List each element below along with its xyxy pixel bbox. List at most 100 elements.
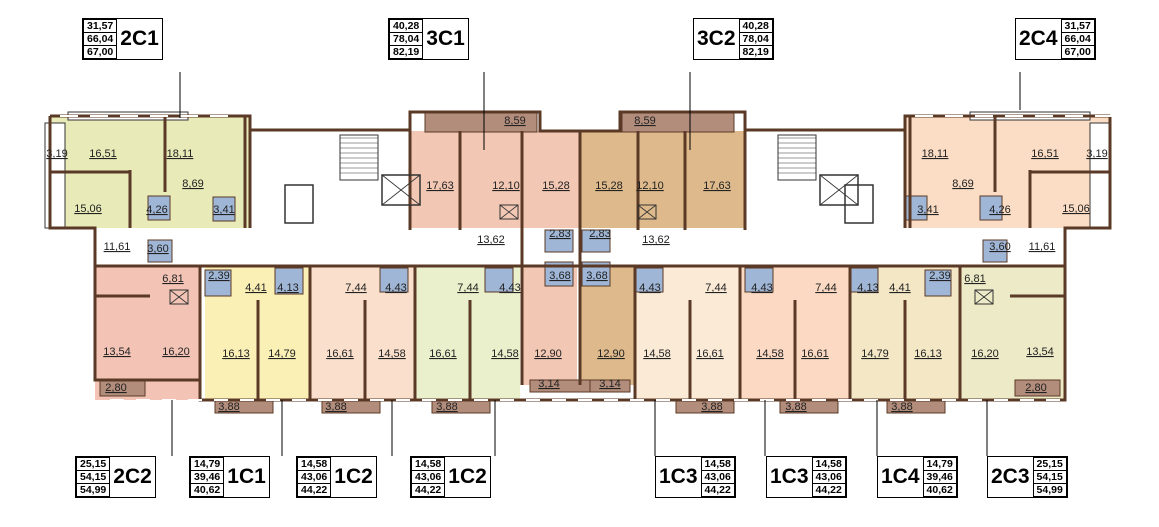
room-area: 13,54 (103, 346, 131, 358)
wall (50, 110, 580, 133)
room-area: 4,43 (385, 282, 406, 294)
room-area: 7,44 (705, 282, 726, 294)
room-area: 3,68 (549, 270, 570, 282)
area-value: 25,15 (1033, 458, 1066, 471)
room-area: 18,11 (922, 148, 949, 160)
stair-core (250, 130, 410, 238)
room-area: 14,58 (643, 348, 671, 360)
room-area: 14,79 (268, 348, 296, 360)
room-area: 3,60 (147, 243, 168, 255)
room-area: 12,90 (534, 348, 562, 360)
bathroom (212, 196, 236, 222)
room-area: 12,90 (597, 348, 625, 360)
staircase (339, 134, 379, 181)
room-area: 14,58 (491, 348, 519, 360)
area-value: 40,62 (926, 484, 953, 496)
room-area: 2,80 (1025, 382, 1046, 394)
area-value: 67,00 (1064, 46, 1091, 58)
area-value: 14,58 (701, 458, 734, 471)
room-area: 4,41 (245, 282, 266, 294)
room-area: 8,69 (182, 178, 203, 190)
room-area: 2,39 (208, 270, 229, 282)
room-area: 16,61 (326, 348, 354, 360)
shaft (637, 204, 657, 220)
room-area: 3,88 (436, 401, 457, 413)
bathroom (204, 269, 232, 297)
room-area: 3,41 (213, 204, 234, 216)
area-value: 43,06 (298, 471, 331, 484)
room-area: 6,81 (162, 273, 183, 285)
bathroom (924, 269, 952, 297)
stair-core (745, 130, 905, 238)
lift-shaft (844, 184, 874, 224)
area-value: 82,19 (742, 46, 769, 58)
wall (580, 110, 1110, 133)
room-area: 4,41 (889, 282, 910, 294)
bathroom (979, 195, 1003, 221)
apartment-fills (44, 111, 1111, 414)
apartment-code: 3C2 (697, 27, 736, 50)
room-area: 6,81 (964, 273, 985, 285)
lift-shaft (284, 184, 314, 224)
area-value: 54,15 (1033, 471, 1066, 484)
room-area: 4,26 (146, 204, 167, 216)
room-area: 7,44 (815, 282, 836, 294)
apartment-code: 1C3 (659, 465, 698, 488)
room-area: 4,13 (277, 282, 298, 294)
room-area: 14,58 (756, 348, 784, 360)
bathroom (744, 267, 774, 293)
area-value: 66,04 (84, 33, 117, 46)
area-value: 78,04 (739, 33, 772, 46)
room-area: 3,19 (46, 148, 67, 160)
room-area: 3,68 (586, 270, 607, 282)
area-value: 66,04 (1061, 33, 1094, 46)
area-value: 40,62 (194, 484, 221, 496)
room-area: 16,51 (1031, 148, 1059, 160)
area-value: 44,22 (301, 484, 328, 496)
area-value: 78,04 (390, 33, 423, 46)
area-value: 43,06 (412, 471, 445, 484)
room-area: 16,51 (89, 148, 117, 160)
room-area: 2,83 (549, 228, 570, 240)
bathroom (147, 195, 171, 221)
room-area: 15,06 (74, 203, 102, 215)
room-area: 7,44 (457, 282, 478, 294)
area-value: 39,46 (923, 471, 956, 484)
area-value: 44,22 (704, 484, 731, 496)
leader-lines (171, 72, 1021, 456)
bathroom (484, 267, 514, 293)
balcony (1014, 379, 1061, 397)
room-area: 15,06 (1062, 203, 1090, 215)
lift-shaft (381, 174, 421, 206)
area-value: 40,28 (390, 20, 423, 33)
room-area: 3,14 (599, 378, 620, 390)
area-value: 25,15 (77, 458, 110, 471)
room-area: 13,62 (642, 234, 670, 246)
room-area: 3,88 (701, 401, 722, 413)
apartment-code: 1C4 (881, 465, 920, 488)
wall (248, 130, 907, 230)
area-value: 54,15 (77, 471, 110, 484)
room-area: 16,13 (222, 348, 250, 360)
area-value: 67,00 (87, 46, 114, 58)
bathroom (274, 267, 304, 295)
area-value: 14,79 (191, 458, 224, 471)
room-area: 3,88 (325, 401, 346, 413)
wall (908, 116, 1032, 228)
area-value: 54,99 (80, 484, 107, 496)
room-area: 4,26 (989, 204, 1010, 216)
room-area: 3,60 (989, 241, 1010, 253)
room-area: 8,59 (504, 115, 525, 127)
